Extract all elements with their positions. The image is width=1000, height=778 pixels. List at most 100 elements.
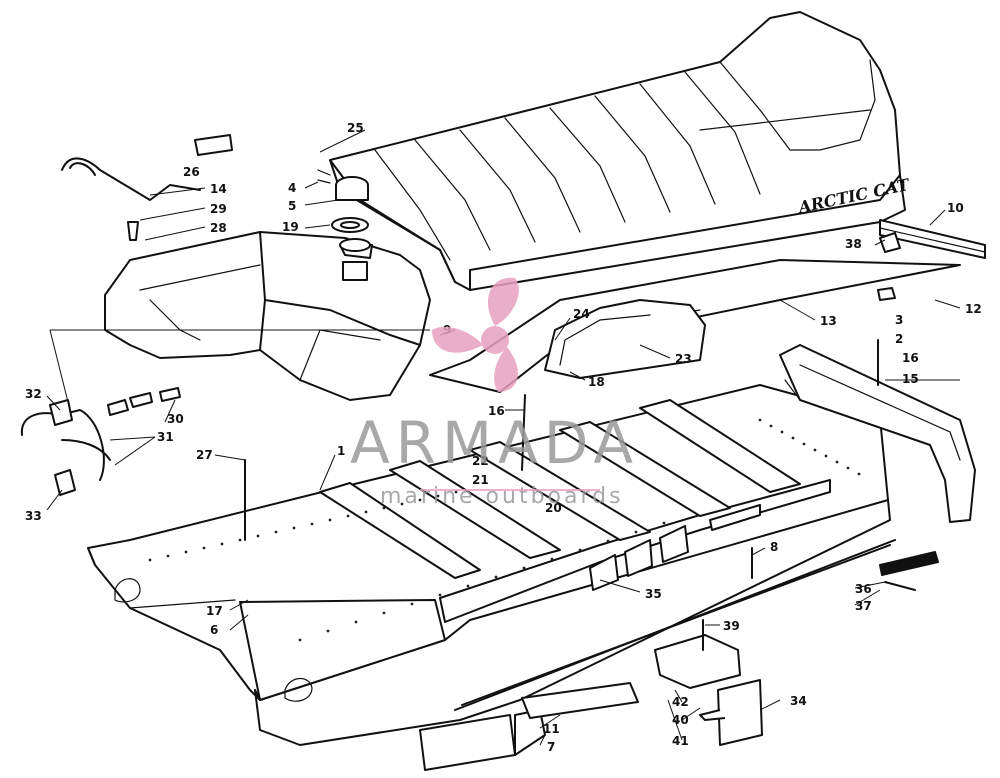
rivet-dot bbox=[364, 510, 368, 514]
callout-36: 36 bbox=[855, 582, 872, 596]
rivet-dot bbox=[220, 542, 224, 546]
rivet-dot bbox=[550, 557, 554, 561]
rivet-dot bbox=[238, 538, 242, 542]
rivet-dot bbox=[326, 629, 330, 633]
callout-41: 41 bbox=[672, 734, 689, 748]
callout-13: 13 bbox=[820, 314, 837, 328]
callout-39: 39 bbox=[723, 619, 740, 633]
callout-34: 34 bbox=[790, 694, 807, 708]
fuel-tank bbox=[104, 231, 431, 401]
callout-32: 32 bbox=[25, 387, 42, 401]
callout-7: 7 bbox=[547, 740, 555, 754]
callout-12: 12 bbox=[965, 302, 982, 316]
rivet-dot bbox=[202, 546, 206, 550]
callout-26: 26 bbox=[183, 165, 200, 179]
leader-lines bbox=[46, 129, 961, 746]
rivet-dot bbox=[791, 436, 795, 440]
rivet-dot bbox=[184, 550, 188, 554]
rivet-dot bbox=[662, 521, 666, 525]
rivet-dot bbox=[857, 472, 861, 476]
callout-29: 29 bbox=[210, 202, 227, 216]
callout-21: 21 bbox=[472, 473, 489, 487]
rivet-dot bbox=[634, 530, 638, 534]
callout-42: 42 bbox=[672, 695, 689, 709]
callout-2: 2 bbox=[895, 332, 903, 346]
callout-28: 28 bbox=[210, 221, 227, 235]
callout-37: 37 bbox=[855, 599, 872, 613]
rivet-dot bbox=[835, 460, 839, 464]
rivet-dot bbox=[328, 518, 332, 522]
callout-14: 14 bbox=[210, 182, 227, 196]
callout-27: 27 bbox=[196, 448, 213, 462]
callout-15: 15 bbox=[902, 372, 919, 386]
callout-6: 6 bbox=[210, 623, 218, 637]
hoses-fittings bbox=[20, 134, 901, 496]
propeller-logo bbox=[432, 277, 519, 392]
rivet-dot bbox=[410, 602, 414, 606]
rivet-dot bbox=[274, 530, 278, 534]
callout-20: 20 bbox=[545, 501, 562, 515]
callout-22: 22 bbox=[472, 454, 489, 468]
rivet-dot bbox=[813, 448, 817, 452]
rivet-dot bbox=[824, 454, 828, 458]
callout-19: 19 bbox=[282, 220, 299, 234]
rivet-dot bbox=[418, 498, 422, 502]
chassis-tunnel bbox=[87, 384, 891, 746]
rivet-dots bbox=[148, 418, 861, 642]
rivet-dot bbox=[382, 611, 386, 615]
callout-4: 4 bbox=[288, 181, 296, 195]
rivet-dot bbox=[292, 526, 296, 530]
seat-rail bbox=[879, 219, 986, 259]
callout-8: 8 bbox=[770, 540, 778, 554]
rivet-dot bbox=[436, 494, 440, 498]
rivet-dot bbox=[758, 418, 762, 422]
callout-10: 10 bbox=[947, 201, 964, 215]
rivet-dot bbox=[382, 506, 386, 510]
watermark-subtitle: marine outboards bbox=[380, 484, 624, 509]
callout-5: 5 bbox=[288, 199, 296, 213]
callout-25: 25 bbox=[347, 121, 364, 135]
callout-38: 38 bbox=[845, 237, 862, 251]
seat: ARCTIC CAT bbox=[329, 11, 912, 291]
rivet-dot bbox=[310, 522, 314, 526]
callout-30: 30 bbox=[167, 412, 184, 426]
rivet-dot bbox=[846, 466, 850, 470]
brackets bbox=[419, 539, 896, 771]
rivet-dot bbox=[438, 593, 442, 597]
callout-3: 3 bbox=[895, 313, 903, 327]
rivet-dot bbox=[166, 554, 170, 558]
rear-frame bbox=[779, 344, 976, 523]
callout-16-mid: 16 bbox=[488, 404, 505, 418]
callout-18: 18 bbox=[588, 375, 605, 389]
callout-1: 1 bbox=[337, 444, 345, 458]
rivet-dot bbox=[400, 502, 404, 506]
rivet-dot bbox=[148, 558, 152, 562]
rivet-dot bbox=[522, 566, 526, 570]
callout-11: 11 bbox=[543, 722, 560, 736]
callout-31: 31 bbox=[157, 430, 174, 444]
fuel-cap-assembly bbox=[317, 169, 369, 233]
rivet-dot bbox=[256, 534, 260, 538]
rivet-dot bbox=[298, 638, 302, 642]
bolts bbox=[244, 339, 879, 651]
callout-23: 23 bbox=[675, 352, 692, 366]
rivet-dot bbox=[494, 575, 498, 579]
rivet-dot bbox=[769, 424, 773, 428]
rivet-dot bbox=[606, 539, 610, 543]
callout-16-rear: 16 bbox=[902, 351, 919, 365]
rivet-dot bbox=[578, 548, 582, 552]
callout-17: 17 bbox=[206, 604, 223, 618]
rivet-dot bbox=[780, 430, 784, 434]
rivet-dot bbox=[354, 620, 358, 624]
rivet-dot bbox=[466, 584, 470, 588]
bumper-reflector bbox=[879, 551, 939, 591]
callout-35: 35 bbox=[645, 587, 662, 601]
watermark: ARMADA marine outboards bbox=[350, 277, 639, 509]
watermark-title: ARMADA bbox=[350, 409, 639, 477]
rivet-dot bbox=[346, 514, 350, 518]
callout-40: 40 bbox=[672, 713, 689, 727]
callout-24: 24 bbox=[573, 307, 590, 321]
callout-33: 33 bbox=[25, 509, 42, 523]
rivet-dot bbox=[454, 490, 458, 494]
